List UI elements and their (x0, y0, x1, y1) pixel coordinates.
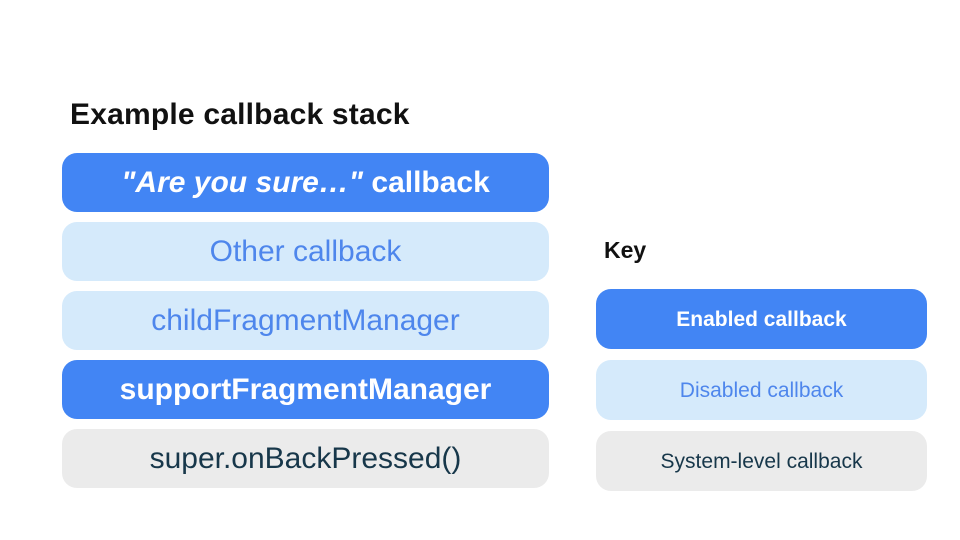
key-legend: Enabled callback Disabled callback Syste… (596, 289, 927, 491)
stack-item-rest-text: callback (363, 165, 490, 199)
key-item-system-level-callback: System-level callback (596, 431, 927, 491)
key-item-enabled-callback: Enabled callback (596, 289, 927, 349)
key-title: Key (604, 237, 647, 263)
key-item-disabled-callback: Disabled callback (596, 360, 927, 420)
stack-item-quote-text: "Are you sure…" (121, 165, 364, 199)
stack-item-child-fragment-manager: childFragmentManager (62, 291, 549, 350)
stack-item-support-fragment-manager: supportFragmentManager (62, 360, 549, 419)
callback-stack-column: "Are you sure…" callback Other callback … (62, 153, 549, 488)
stack-item-are-you-sure-callback: "Are you sure…" callback (62, 153, 549, 212)
diagram-title: Example callback stack (70, 98, 410, 131)
stack-item-super-on-back-pressed: super.onBackPressed() (62, 429, 549, 488)
stack-item-other-callback: Other callback (62, 222, 549, 281)
